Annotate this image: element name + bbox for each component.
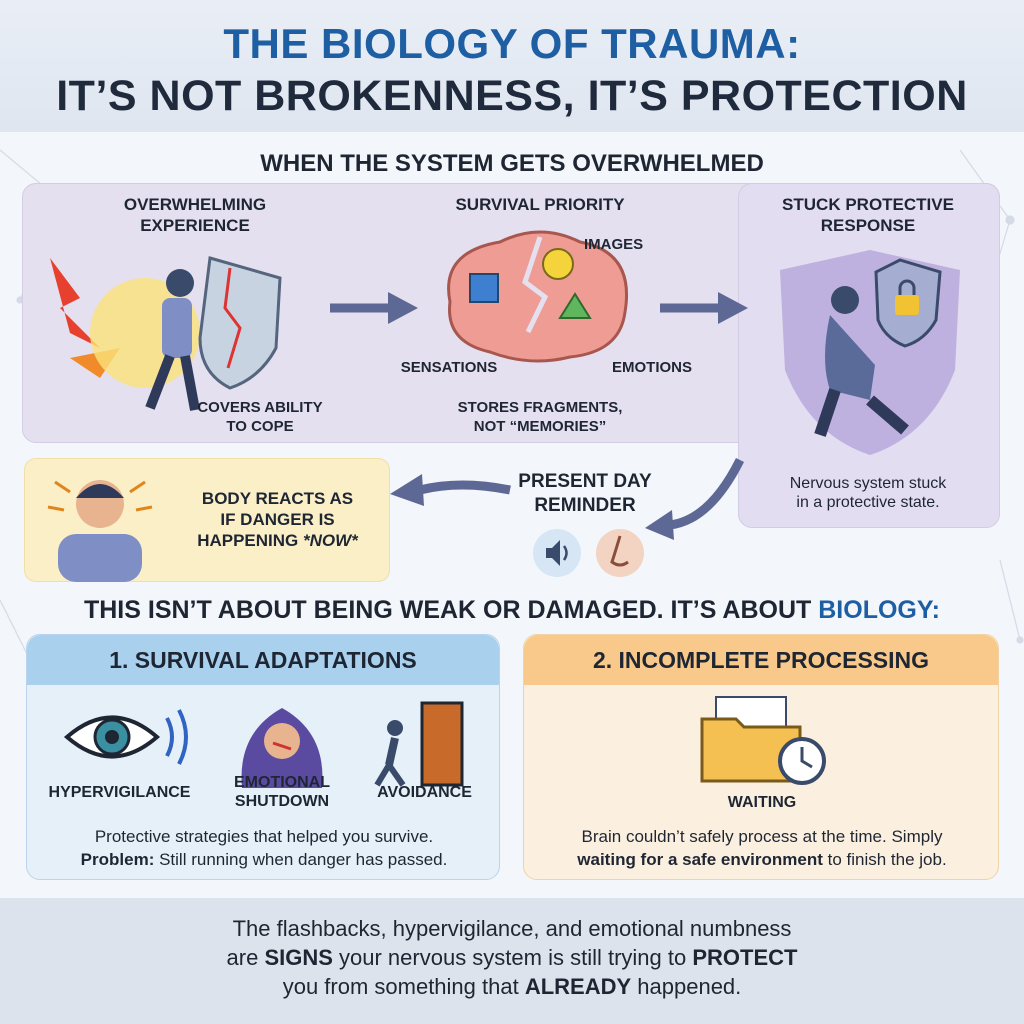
label-sensations: SENSATIONS [400, 359, 498, 376]
incomplete-processing-card: 2. INCOMPLETE PROCESSING WAITING Brain c… [523, 634, 999, 880]
page-title-line1: THE BIOLOGY OF TRAUMA: [223, 20, 801, 67]
protected-person-icon [780, 250, 960, 455]
folder-clock-icon [700, 696, 826, 785]
card1-heading: 1. SURVIVAL ADAPTATIONS [27, 635, 499, 685]
card2-description: Brain couldn’t safely process at the tim… [577, 827, 947, 869]
step2-title: SURVIVAL PRIORITY [455, 195, 625, 214]
survival-adaptations-card: 1. SURVIVAL ADAPTATIONS HYPERVIGILANCE E… [26, 634, 500, 880]
footer-message: The flashbacks, hypervigilance, and emot… [226, 916, 798, 999]
biology-statement: THIS ISN’T ABOUT BEING WEAK OR DAMAGED. … [83, 596, 941, 624]
step2-caption: STORES FRAGMENTS,NOT “MEMORIES” [457, 399, 623, 435]
brain-fragments-icon [447, 230, 628, 363]
card1-description: Protective strategies that helped you su… [80, 827, 448, 869]
label-hypervigilance: HYPERVIGILANCE [48, 784, 191, 801]
sound-and-smell-icons [533, 529, 644, 577]
label-emotions: EMOTIONS [611, 359, 692, 376]
label-waiting: WAITING [727, 794, 797, 811]
footer-band [0, 898, 1024, 1024]
label-avoidance: AVOIDANCE [377, 784, 472, 801]
body-reacts-text: BODY REACTS AS IF DANGER IS HAPPENING *N… [197, 489, 358, 550]
page-title-line2: IT’S NOT BROKENNESS, IT’S PROTECTION [56, 72, 968, 120]
card2-heading: 2. INCOMPLETE PROCESSING [524, 635, 998, 685]
hooded-figure-icon [241, 708, 323, 788]
label-images: IMAGES [584, 236, 644, 253]
door-exit-icon [374, 701, 464, 787]
section-heading-overwhelmed: WHEN THE SYSTEM GETS OVERWHELMED [260, 150, 764, 177]
anxious-person-icon [47, 480, 153, 582]
adaptation-icons [63, 701, 464, 788]
title-banner [0, 0, 1024, 132]
arrow-right-icon-2 [660, 292, 748, 324]
eye-icon [63, 709, 188, 765]
overwhelmed-person-icon [50, 256, 282, 411]
stuck-response-panel [738, 183, 1000, 528]
curved-arrows-icon [390, 457, 745, 540]
arrow-right-icon [330, 292, 418, 324]
